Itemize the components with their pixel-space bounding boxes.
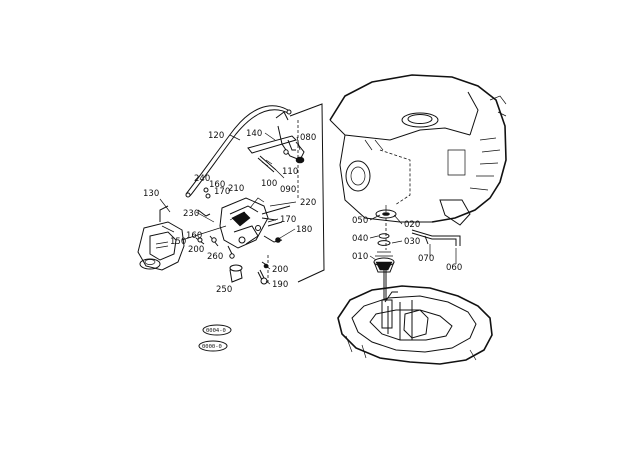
hardware [195, 187, 269, 285]
label-090: 090 [280, 185, 296, 195]
label-140: 140 [246, 129, 262, 139]
label-260: 260 [207, 252, 223, 262]
label-210: 210 [228, 184, 244, 194]
reference-badge-2 [198, 340, 228, 352]
badge-2-text: 0000-0 [202, 344, 222, 350]
label-110: 110 [282, 167, 298, 177]
label-050: 050 [352, 216, 368, 226]
label-200a: 200 [188, 245, 204, 255]
governor-assembly [373, 205, 461, 300]
reference-badges: 0004-0 0000-0 [198, 324, 232, 352]
label-030: 030 [404, 237, 420, 247]
part-labels: 120 140 080 110 100 090 240 160 170 210 … [143, 129, 462, 295]
label-080: 080 [300, 133, 316, 143]
label-190: 190 [272, 280, 288, 290]
label-230: 230 [183, 209, 199, 219]
label-250: 250 [216, 285, 232, 295]
crankcase-housing [337, 285, 493, 365]
label-170a: 170 [214, 187, 230, 197]
label-160a: 160 [209, 180, 225, 190]
label-220: 220 [300, 198, 316, 208]
label-240: 240 [194, 174, 210, 184]
label-020: 020 [404, 220, 420, 230]
governor-lever [195, 193, 291, 249]
label-170b: 170 [280, 215, 296, 225]
label-leaders [159, 132, 457, 285]
label-200b: 200 [272, 265, 288, 275]
carburetor [137, 205, 185, 271]
engine-block [329, 74, 507, 226]
label-010: 010 [352, 252, 368, 262]
reference-badge-1 [202, 324, 232, 336]
label-150: 150 [170, 237, 186, 247]
badge-1-text: 0004-0 [206, 328, 226, 334]
throttle-cable [185, 105, 292, 198]
label-060: 060 [446, 263, 462, 273]
label-180: 180 [296, 225, 312, 235]
label-130: 130 [143, 189, 159, 199]
label-070: 070 [418, 254, 434, 264]
label-100: 100 [261, 179, 277, 189]
label-160b: 160 [186, 231, 202, 241]
label-120: 120 [208, 131, 224, 141]
control-lever [247, 111, 305, 179]
label-040: 040 [352, 234, 368, 244]
